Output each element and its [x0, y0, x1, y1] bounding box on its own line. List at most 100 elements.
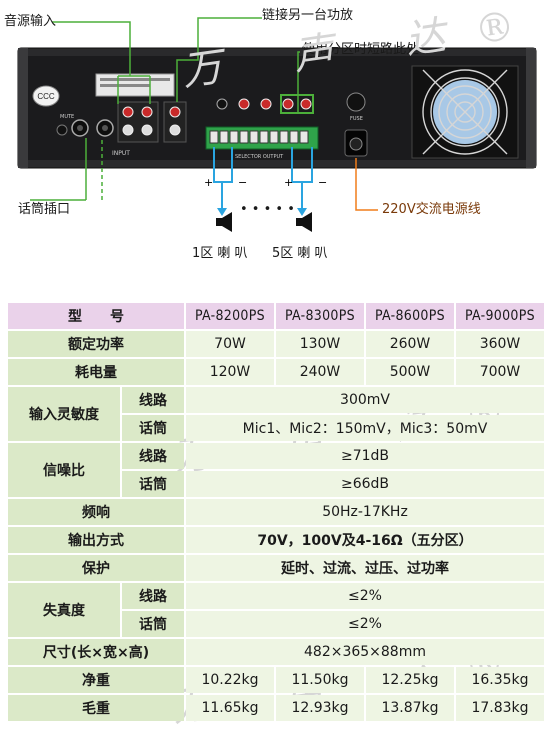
cell-value: 16.35kg	[456, 667, 544, 693]
cell-value: ≤2%	[186, 583, 544, 609]
svg-text:CCC: CCC	[37, 92, 55, 101]
table-row-snr-line: 信噪比 线路 ≥71dB	[8, 443, 544, 497]
rear-panel-svg: CCC MUTE INPUT	[17, 17, 537, 232]
speaker-icon-zone5	[296, 212, 312, 232]
spec-table: 型 号 PA-8200PS PA-8300PS PA-8600PS PA-900…	[6, 301, 546, 723]
fuse-text: FUSE	[350, 116, 363, 122]
sub-label: 话筒	[122, 415, 184, 441]
cell-value: 70V，100V及4-16Ω（五分区）	[186, 527, 544, 553]
row-label: 额定功率	[8, 331, 184, 357]
cell-value: 482×365×88mm	[186, 639, 544, 665]
cell-value: 13.87kg	[366, 695, 454, 721]
binding-post-100v	[282, 98, 294, 110]
table-row-input-sensitivity-mic: 话筒 Mic1、Mic2：150mV，Mic3：50mV	[8, 415, 544, 441]
sub-label: 线路	[122, 443, 184, 469]
cell-value: 260W	[366, 331, 454, 357]
mute-knob	[56, 124, 68, 136]
table-row-power-consumption: 耗电量 120W 240W 500W 700W	[8, 359, 544, 385]
plus-1: +	[204, 176, 213, 189]
green-callout-lines	[30, 17, 300, 201]
arrow-zone5	[297, 208, 307, 216]
cell-value: Mic1、Mic2：150mV，Mic3：50mV	[186, 415, 544, 441]
row-label: 输出方式	[8, 527, 184, 553]
cell-value: 50Hz-17KHz	[186, 499, 544, 525]
header-model-8300: PA-8300PS	[276, 303, 364, 329]
row-label: 输入灵敏度	[8, 387, 120, 441]
binding-post-com	[216, 98, 228, 110]
table-row-output-mode: 输出方式 70V，100V及4-16Ω（五分区）	[8, 527, 544, 553]
row-label: 失真度	[8, 583, 120, 637]
table-row-gross-weight: 毛重 11.65kg 12.93kg 13.87kg 17.83kg	[8, 695, 544, 721]
mute-text: MUTE	[60, 114, 74, 120]
mic-jack-callout: 话筒插口	[18, 202, 71, 217]
cell-value: ≤2%	[186, 611, 544, 637]
binding-post-70v	[260, 98, 272, 110]
link-amp-callout: 链接另一台功放	[262, 8, 354, 23]
minus-1: −	[238, 176, 247, 189]
row-label: 信噪比	[8, 443, 120, 497]
rca-jack-white-1	[122, 124, 134, 136]
orange-callout-line	[355, 158, 378, 211]
rca-link-red	[169, 106, 181, 118]
power-cord-callout: 220V交流电源线	[382, 202, 481, 217]
table-row-snr-mic: 话筒 ≥66dB	[8, 471, 544, 497]
row-label: 耗电量	[8, 359, 184, 385]
cell-value: 12.25kg	[366, 667, 454, 693]
cell-value: 240W	[276, 359, 364, 385]
sub-label: 话筒	[122, 611, 184, 637]
cell-value: ≥71dB	[186, 443, 544, 469]
cell-value: 延时、过流、过压、过功率	[186, 555, 544, 581]
input-text: INPUT	[112, 150, 130, 157]
rca-input-block	[117, 101, 159, 143]
rack-ear-right	[526, 48, 536, 168]
header-model-9000: PA-9000PS	[456, 303, 544, 329]
rca-jack-red-1	[122, 106, 134, 118]
rca-jack-white-2	[141, 124, 153, 136]
binding-post-4-16	[238, 98, 250, 110]
table-row-net-weight: 净重 10.22kg 11.50kg 12.25kg 16.35kg	[8, 667, 544, 693]
table-row-dimensions: 尺寸(长×宽×高) 482×365×88mm	[8, 639, 544, 665]
cell-value: 17.83kg	[456, 695, 544, 721]
cell-value: 12.93kg	[276, 695, 364, 721]
short-link-box	[280, 94, 314, 114]
cell-value: 70W	[186, 331, 274, 357]
header-model-label: 型 号	[8, 303, 184, 329]
cell-value: 130W	[276, 331, 364, 357]
amplifier-rear-panel-diagram: CCC MUTE INPUT	[0, 0, 550, 290]
fuse-holder	[346, 92, 366, 112]
cell-value: 500W	[366, 359, 454, 385]
speaker-label-zone5: 5区 喇 叭	[272, 246, 328, 261]
header-model-8200: PA-8200PS	[186, 303, 274, 329]
binding-post-input	[300, 98, 312, 110]
sub-label: 话筒	[122, 471, 184, 497]
row-label: 净重	[8, 667, 184, 693]
table-row-rated-power: 额定功率 70W 130W 260W 360W	[8, 331, 544, 357]
speaker-icon-zone1	[216, 212, 232, 232]
sub-label: 线路	[122, 583, 184, 609]
rack-ear-left	[18, 48, 28, 168]
table-row-distortion-mic: 话筒 ≤2%	[8, 611, 544, 637]
fan-grill	[422, 69, 508, 155]
row-label: 尺寸(长×宽×高)	[8, 639, 184, 665]
selector-text: SELECTOR OUTPUT	[235, 154, 284, 160]
short-zone-callout: 使用分区时短路此处	[302, 42, 420, 57]
minus-5: −	[318, 176, 327, 189]
row-label: 保护	[8, 555, 184, 581]
rca-jack-red-2	[141, 106, 153, 118]
rca-link-white	[169, 124, 181, 136]
sub-label: 线路	[122, 387, 184, 413]
speaker-label-zone1: 1区 喇 叭	[192, 246, 248, 261]
cell-value: 700W	[456, 359, 544, 385]
speaker-wires	[213, 147, 313, 210]
arrow-zone1	[217, 208, 227, 216]
terminal-screws	[209, 130, 309, 144]
row-label: 毛重	[8, 695, 184, 721]
table-header-row: 型 号 PA-8200PS PA-8300PS PA-8600PS PA-900…	[8, 303, 544, 329]
cell-value: 300mV	[186, 387, 544, 413]
audio-input-callout: 音源输入	[4, 14, 57, 29]
cell-value: 10.22kg	[186, 667, 274, 693]
cell-value: 120W	[186, 359, 274, 385]
table-row-distortion-line: 失真度 线路 ≤2%	[8, 583, 544, 637]
cell-value: 360W	[456, 331, 544, 357]
table-row-protection: 保护 延时、过流、过压、过功率	[8, 555, 544, 581]
